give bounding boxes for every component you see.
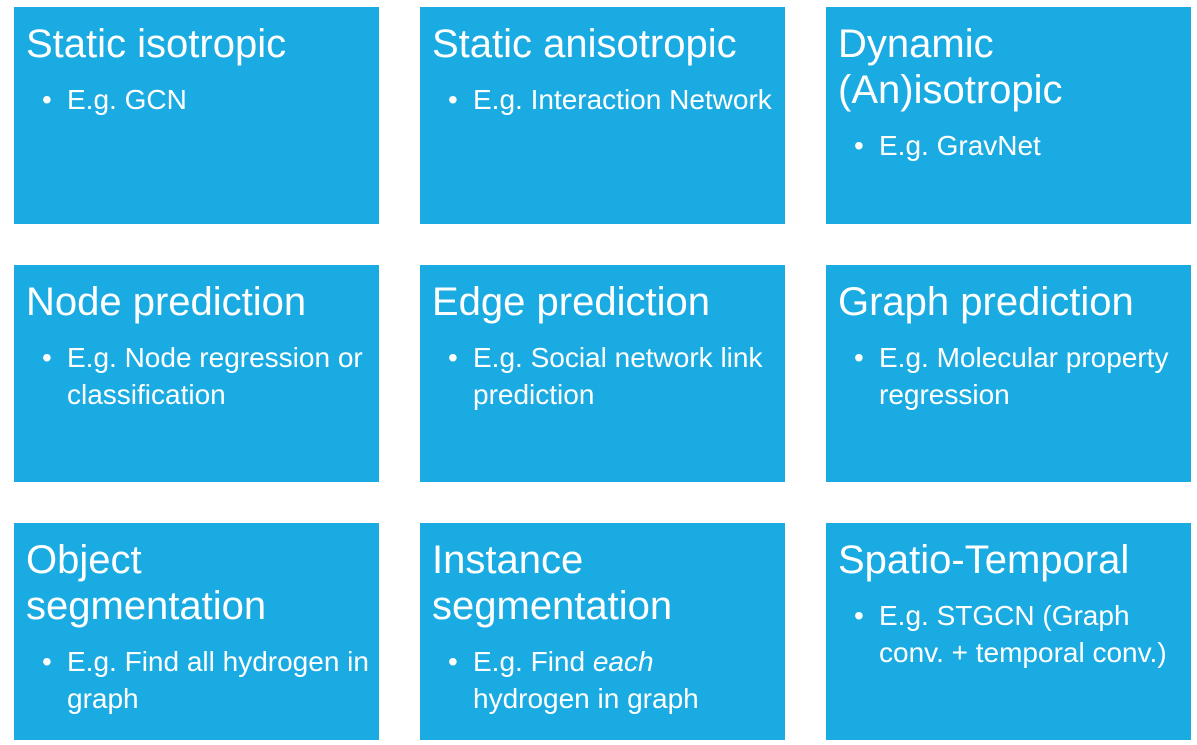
tile-bullet-list: E.g. GCN xyxy=(26,81,369,118)
tile-title: Spatio-Temporal xyxy=(838,538,1130,582)
tile-instance-segmentation: Instance segmentation E.g. Find each hyd… xyxy=(420,523,785,740)
tile-bullet-list: E.g. GravNet xyxy=(838,127,1181,164)
tile-title: Graph prediction xyxy=(838,280,1134,324)
tile-example: E.g. Social network link prediction xyxy=(448,339,775,413)
tile-example: E.g. Molecular property regression xyxy=(854,339,1181,413)
tile-edge-prediction: Edge prediction E.g. Social network link… xyxy=(420,265,785,482)
tile-graph-prediction: Graph prediction E.g. Molecular property… xyxy=(826,265,1191,482)
tile-title: Static isotropic xyxy=(26,22,287,66)
tile-node-prediction: Node prediction E.g. Node regression or … xyxy=(14,265,379,482)
tile-example: E.g. Find all hydrogen in graph xyxy=(42,643,369,717)
tile-dynamic-anisotropic: Dynamic (An)isotropic E.g. GravNet xyxy=(826,7,1191,224)
tile-title: Instance segmentation xyxy=(432,538,673,628)
tile-object-segmentation: Object segmentation E.g. Find all hydrog… xyxy=(14,523,379,740)
tile-title: Static anisotropic xyxy=(432,22,737,66)
tile-title: Dynamic (An)isotropic xyxy=(838,22,1063,112)
tile-bullet-list: E.g. Node regression or classification xyxy=(26,339,369,413)
tile-static-isotropic: Static isotropic E.g. GCN xyxy=(14,7,379,224)
tile-title: Edge prediction xyxy=(432,280,710,324)
tile-example: E.g. STGCN (Graph conv. + temporal conv.… xyxy=(854,597,1181,671)
tile-example-suffix: hydrogen in graph xyxy=(473,683,699,714)
tile-bullet-list: E.g. Find each hydrogen in graph xyxy=(432,643,775,717)
tile-example-emphasis: each xyxy=(592,646,654,677)
tile-example: E.g. Find each hydrogen in graph xyxy=(448,643,775,717)
tile-example: E.g. GCN xyxy=(42,81,369,118)
tile-example-prefix: E.g. Find xyxy=(473,646,593,677)
tile-title: Node prediction xyxy=(26,280,307,324)
tile-title: Object segmentation xyxy=(26,538,267,628)
tile-bullet-list: E.g. STGCN (Graph conv. + temporal conv.… xyxy=(838,597,1181,671)
tile-example: E.g. GravNet xyxy=(854,127,1181,164)
tile-static-anisotropic: Static anisotropic E.g. Interaction Netw… xyxy=(420,7,785,224)
tile-bullet-list: E.g. Molecular property regression xyxy=(838,339,1181,413)
tile-bullet-list: E.g. Social network link prediction xyxy=(432,339,775,413)
tile-example: E.g. Node regression or classification xyxy=(42,339,369,413)
tile-bullet-list: E.g. Find all hydrogen in graph xyxy=(26,643,369,717)
tile-example: E.g. Interaction Network xyxy=(448,81,775,118)
tile-spatio-temporal: Spatio-Temporal E.g. STGCN (Graph conv. … xyxy=(826,523,1191,740)
tile-bullet-list: E.g. Interaction Network xyxy=(432,81,775,118)
